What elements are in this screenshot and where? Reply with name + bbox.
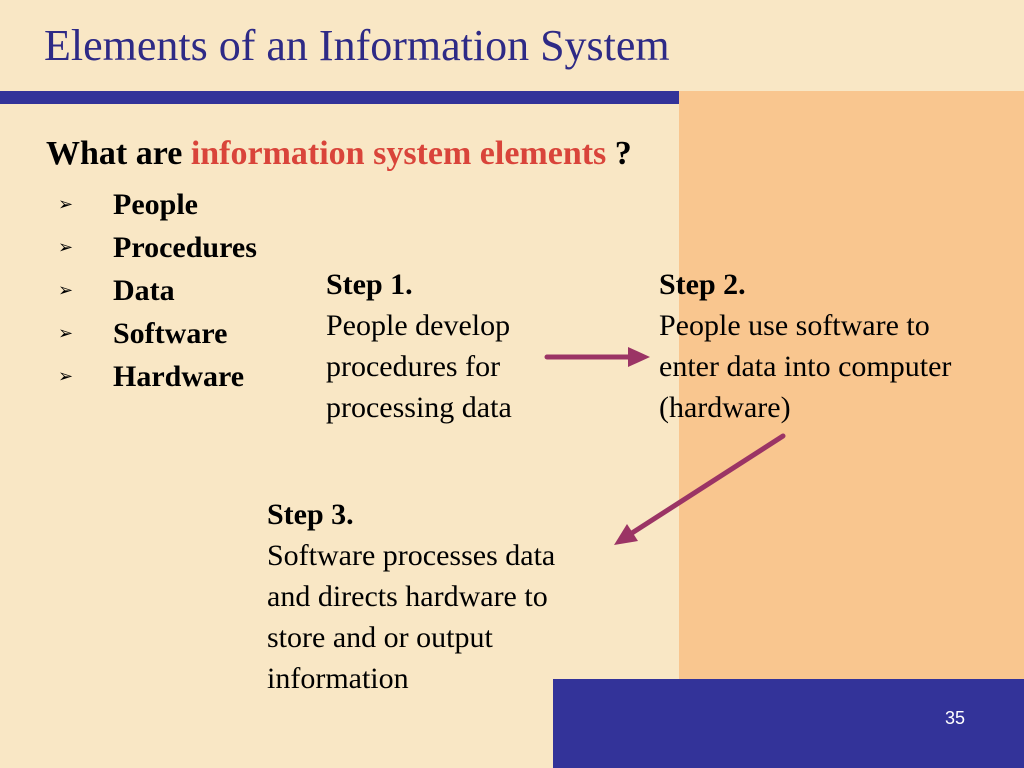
list-item-label: Hardware [113,359,245,393]
arrow-icon [544,347,650,367]
question-heading: What are information system elements ? [46,134,632,174]
step-3-block: Step 3. Software processes data and dire… [267,494,555,699]
list-item: ➢ People [58,183,257,226]
footer-block [553,679,1024,768]
arrow-icon [614,433,786,545]
step-text-line: (hardware) [659,391,791,424]
list-item-label: Procedures [113,230,257,264]
arrowhead-bullet-icon: ➢ [58,323,74,344]
list-item-label: People [113,187,198,221]
step-2-block: Step 2. People use software to enter dat… [659,264,951,428]
step-heading: Step 2. [659,268,746,301]
step-text-line: and directs hardware to [267,580,548,613]
question-prefix: What are [46,135,191,172]
arrowhead-bullet-icon: ➢ [58,237,74,258]
step-1-block: Step 1. People develop procedures for pr… [326,264,512,428]
list-item-label: Data [113,273,175,307]
step-text-line: People use software to [659,309,930,342]
arrowhead-bullet-icon: ➢ [58,194,74,215]
page-number: 35 [945,708,966,728]
list-item: ➢ Procedures [58,226,257,269]
question-suffix: ? [606,135,632,172]
step-heading: Step 3. [267,498,354,531]
list-item: ➢ Data [58,269,257,312]
arrowhead-bullet-icon: ➢ [58,366,74,387]
step-heading: Step 1. [326,268,413,301]
step-text-line: People develop [326,309,511,342]
slide-title: Elements of an Information System [44,21,670,70]
step-text-line: information [267,662,409,695]
accent-panel [679,91,1024,691]
list-item: ➢ Hardware [58,355,257,398]
question-highlight: information system elements [190,135,607,172]
list-item-label: Software [113,316,228,350]
arrowhead-bullet-icon: ➢ [58,280,74,301]
step-text-line: store and or output [267,621,493,654]
element-list: ➢ People ➢ Procedures ➢ Data ➢ Software ➢ Har… [58,183,257,398]
title-underline-bar [0,91,679,104]
step-text-line: procedures for [326,350,501,383]
step-text-line: enter data into computer [659,350,952,383]
step-text-line: Software processes data [267,539,556,572]
step-text-line: processing data [326,391,512,424]
list-item: ➢ Software [58,312,257,355]
